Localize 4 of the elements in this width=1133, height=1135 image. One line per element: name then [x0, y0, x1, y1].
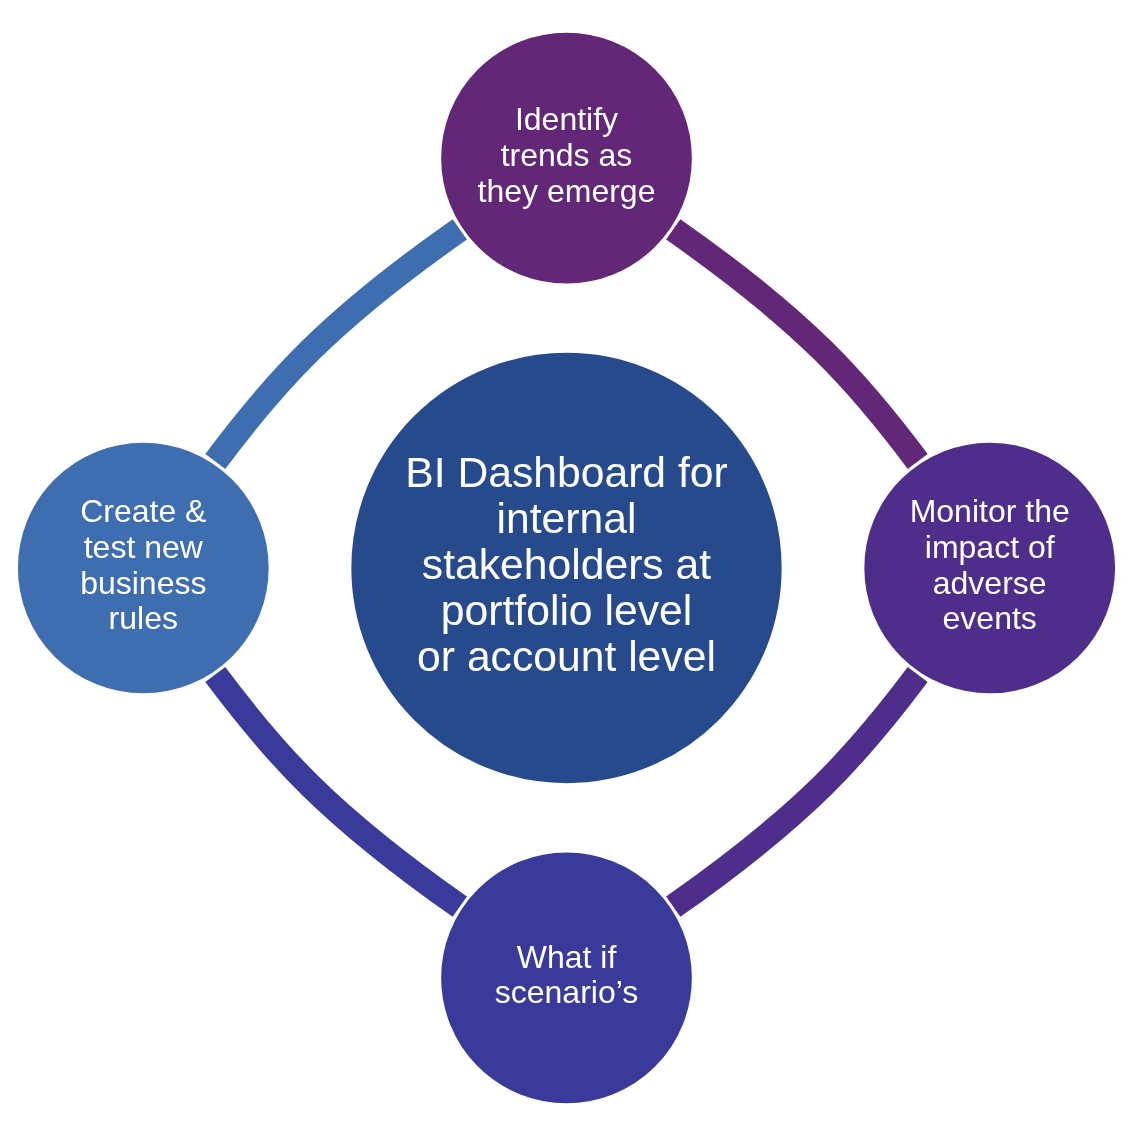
connector — [666, 218, 928, 469]
connector — [666, 666, 928, 917]
connector — [205, 218, 467, 469]
connector — [205, 666, 467, 917]
